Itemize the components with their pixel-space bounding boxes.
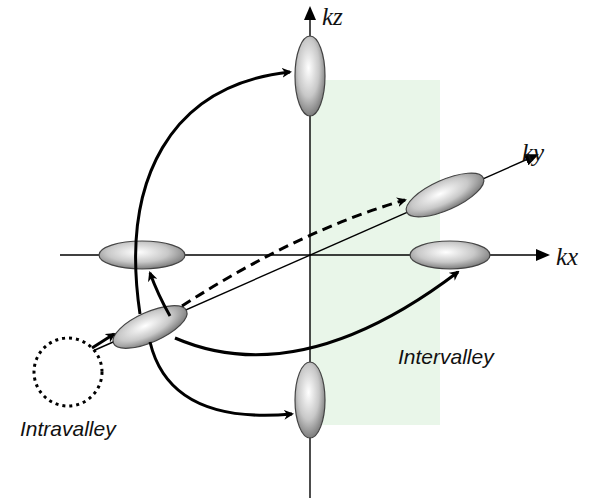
process-label: Intravalley xyxy=(20,418,116,439)
axis-label: ky xyxy=(522,140,544,165)
kx-right-valley xyxy=(410,241,490,269)
intravalley-loop xyxy=(34,338,102,406)
axis-label: kx xyxy=(556,244,578,269)
intervalley-arrow xyxy=(150,342,292,415)
axis-label: kz xyxy=(322,4,343,29)
ky-bottom-valley xyxy=(107,297,192,357)
dashed-arrow xyxy=(182,200,405,306)
intravalley-arrow xyxy=(92,334,114,348)
kz-bottom-valley xyxy=(295,362,325,438)
kx-left-valley xyxy=(99,241,185,269)
ky-top-valley xyxy=(401,164,490,226)
kz-top-valley xyxy=(295,36,325,116)
process-label: Intervalley xyxy=(398,346,494,367)
intervalley-arrow xyxy=(150,273,170,316)
intervalley-arrow xyxy=(136,72,290,314)
